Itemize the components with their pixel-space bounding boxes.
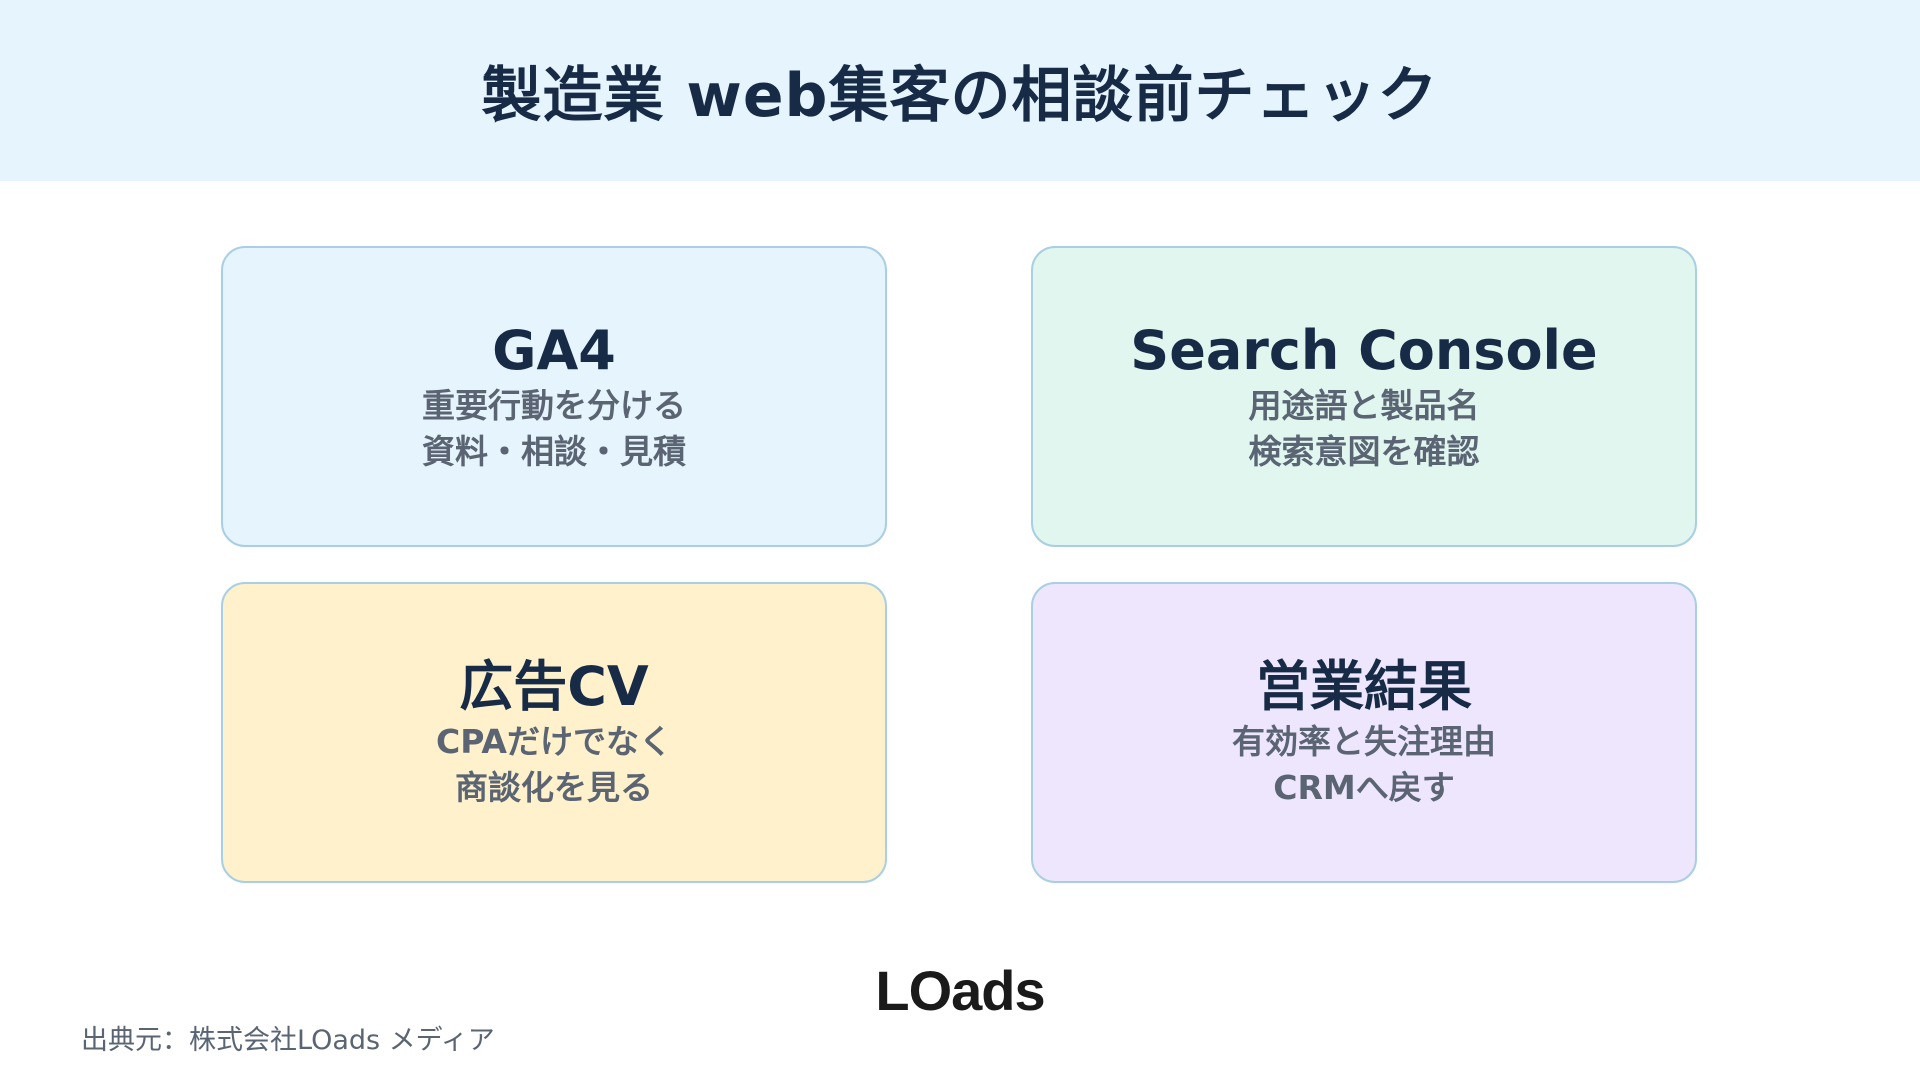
card-line: 資料・相談・見積: [422, 431, 686, 471]
card-ga4: GA4 重要行動を分ける 資料・相談・見積: [221, 246, 887, 547]
source-credit: 出典元：株式会社LOads メディア: [81, 1025, 495, 1056]
card-title: Search Console: [1130, 318, 1598, 382]
card-line: 有効率と失注理由: [1232, 721, 1496, 761]
card-line: 商談化を見る: [455, 767, 653, 807]
card-line: CRMへ戻す: [1273, 767, 1455, 807]
card-search-console: Search Console 用途語と製品名 検索意図を確認: [1031, 246, 1697, 547]
header-banner: 製造業 web集客の相談前チェック: [0, 0, 1920, 181]
loads-logo: LOads: [875, 959, 1045, 1022]
card-line: 検索意図を確認: [1248, 431, 1480, 471]
card-title: 広告CV: [459, 654, 649, 718]
card-line: CPAだけでなく: [436, 721, 672, 761]
card-line: 重要行動を分ける: [422, 385, 686, 425]
card-ad-cv: 広告CV CPAだけでなく 商談化を見る: [221, 582, 887, 883]
card-title: GA4: [492, 318, 616, 382]
card-title: 営業結果: [1256, 654, 1472, 718]
card-sales-results: 営業結果 有効率と失注理由 CRMへ戻す: [1031, 582, 1697, 883]
page-title: 製造業 web集客の相談前チェック: [481, 61, 1439, 131]
card-line: 用途語と製品名: [1248, 385, 1480, 425]
